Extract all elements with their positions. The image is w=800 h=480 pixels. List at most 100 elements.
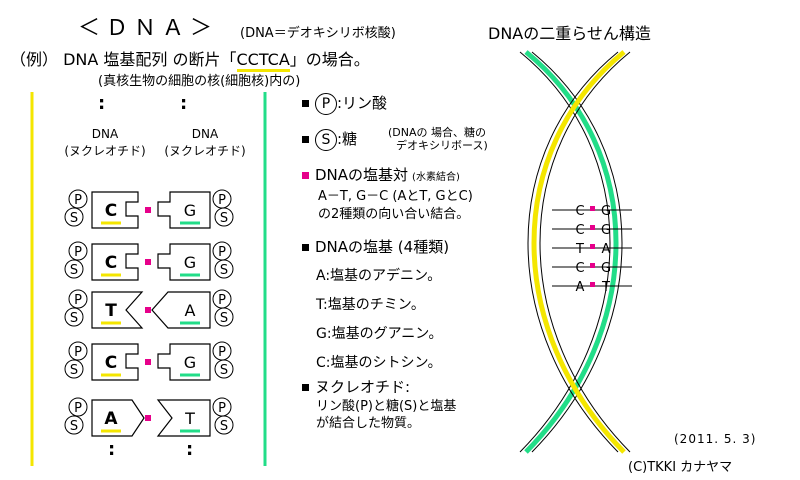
right-base-shape: [151, 291, 211, 329]
hydrogen-bond-marker: [145, 259, 151, 265]
legend-sugar-note: (DNAの 場合、糖の デオキシリボース): [388, 126, 488, 152]
helix-rung-left-base: C: [575, 261, 584, 276]
sugar-circle-left: [64, 359, 84, 379]
sugar-note-line-1: (DNAの 場合、糖の: [388, 126, 487, 139]
left-base-shape: [91, 243, 139, 281]
helix-strand-green: [524, 50, 619, 454]
left-header-line-2: (ヌクレオチド): [64, 144, 146, 158]
pair-heading-note: (水素結合): [412, 172, 460, 183]
helix-hydrogen-bond: [590, 263, 595, 268]
left-base-letter: C: [105, 201, 117, 221]
legend-bases-list: A:塩基のアデニン。 T:塩基のチミン。 G:塩基のグアニン。 C:塩基のシトシ…: [316, 262, 442, 378]
left-base-letter: T: [105, 301, 117, 321]
phosphate-circle-left: [68, 289, 88, 309]
base-item-g: G:塩基のグアニン。: [316, 326, 443, 342]
sugar-circle-left: [64, 415, 84, 435]
legend-pair-description: A－T, G－C (AとT, GとC) の2種類の向い合い結合。: [318, 188, 473, 224]
sugar-circle-right: [214, 207, 234, 227]
sugar-label-right: S: [220, 363, 228, 378]
left-column-header: DNA (ヌクレオチド): [60, 126, 150, 160]
legend-pair-heading: DNAの塩基対(水素結合): [302, 164, 460, 185]
sugar-circle-icon: S: [315, 128, 337, 151]
hydrogen-bond-marker: [145, 415, 151, 421]
helix-rung-right-base: T: [601, 280, 610, 295]
right-column-header: DNA (ヌクレオチド): [150, 126, 260, 160]
helix-rung-right-base: A: [602, 242, 611, 257]
phosphate-label-right: P: [218, 345, 226, 360]
nucleotide-heading-text: ヌクレオチド:: [315, 378, 411, 396]
sugar-label-right: S: [220, 263, 228, 278]
credit-label: (C)TKKI カナヤマ: [628, 460, 733, 475]
base-item-c: C:塩基のシトシン。: [316, 355, 442, 371]
top-ellipsis-left: :: [98, 93, 106, 114]
right-header-line-2: (ヌクレオチド): [164, 144, 246, 158]
sugar-label-left: S: [70, 211, 78, 226]
nucleotide-desc-line-1: リン酸(P)と糖(S)と塩基: [316, 399, 457, 414]
left-base-letter: C: [105, 253, 117, 273]
sugar-circle-left: [64, 259, 84, 279]
left-base-shape: [91, 291, 144, 329]
sugar-circle-right: [214, 259, 234, 279]
sugar-label-left: S: [70, 419, 78, 434]
helix-rung-left-base: C: [575, 223, 584, 238]
phosphate-circle-left: [68, 189, 88, 209]
phosphate-label-left: P: [74, 193, 82, 208]
right-base-letter: T: [184, 409, 195, 428]
nucleotide-desc-line-2: が結合した物質。: [316, 416, 421, 431]
bullet-square-icon: [302, 244, 309, 251]
bullet-square-icon: [302, 100, 309, 107]
bases-heading-text: DNAの塩基 (4種類): [315, 238, 450, 256]
right-base-letter: G: [184, 253, 196, 272]
phosphate-circle-left: [68, 241, 88, 261]
helix-hydrogen-bond: [590, 225, 595, 230]
phosphate-label-right: P: [218, 193, 226, 208]
right-base-shape: [157, 343, 211, 381]
sugar-circle-right: [214, 307, 234, 327]
hydrogen-bond-marker: [145, 359, 151, 365]
bullet-square-icon: [302, 136, 309, 143]
right-base-letter: G: [184, 201, 196, 220]
phosphate-label-left: P: [74, 293, 82, 308]
pink-bullet-icon: [302, 172, 309, 179]
hydrogen-bond-marker: [145, 207, 151, 213]
helix-strand-outline: [519, 51, 611, 453]
bullet-square-icon: [302, 384, 309, 391]
bottom-ellipsis-right: :: [186, 439, 194, 460]
right-base-shape: [156, 399, 211, 437]
phosphate-label-left: P: [74, 401, 82, 416]
sugar-circle-left: [64, 307, 84, 327]
page-subtitle: (DNA＝デオキシリボ核酸): [240, 26, 396, 41]
left-base-letter: A: [104, 409, 118, 429]
pair-desc-line-1: A－T, G－C (AとT, GとC): [318, 189, 473, 204]
sugar-label-left: S: [70, 363, 78, 378]
helix-strand-yellow: [531, 50, 626, 454]
legend-nucleotide-heading: ヌクレオチド:: [302, 376, 410, 397]
page-title: ＜ＤＮＡ＞: [78, 16, 219, 41]
phosphate-label-right: P: [218, 401, 226, 416]
helix-rung-left-base: A: [576, 280, 585, 295]
sugar-label-left: S: [70, 263, 78, 278]
phosphate-label-left: P: [74, 245, 82, 260]
date-label: (2011. 5. 3): [674, 432, 757, 446]
sugar-circle-right: [214, 415, 234, 435]
left-base-shape: [91, 399, 145, 437]
right-base-letter: G: [184, 353, 196, 372]
example-note: (真核生物の細胞の核(細胞核)内の): [98, 74, 301, 89]
helix-hydrogen-bond: [590, 244, 595, 249]
helix-strand-outline: [527, 51, 619, 453]
left-base-shape: [91, 343, 139, 381]
right-header-line-1: DNA: [191, 127, 219, 141]
legend-nucleotide-description: リン酸(P)と糖(S)と塩基 が結合した物質。: [316, 398, 456, 432]
phosphate-circle-left: [68, 397, 88, 417]
sugar-label-right: S: [220, 311, 228, 326]
top-ellipsis-right: :: [180, 93, 188, 114]
pair-heading-text: DNAの塩基対: [315, 166, 409, 184]
helix-title: DNAの二重らせん構造: [488, 24, 651, 43]
legend-phosphate-label: :リン酸: [337, 94, 388, 112]
base-item-t: T:塩基のチミン。: [316, 297, 425, 313]
